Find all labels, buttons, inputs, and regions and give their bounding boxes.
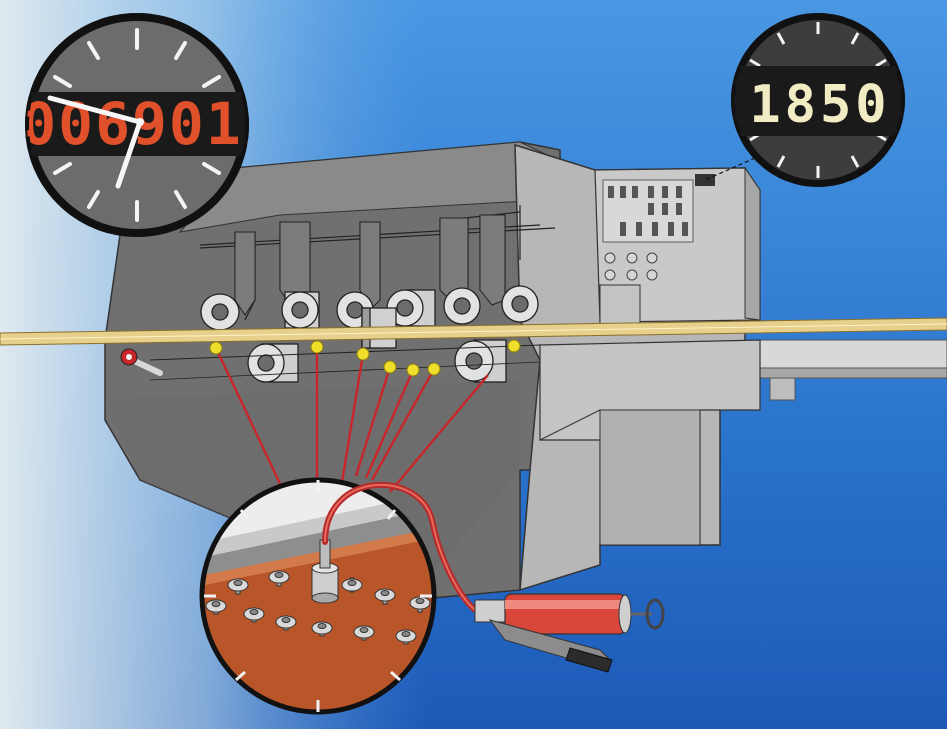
lube-point <box>356 347 370 361</box>
machine <box>0 141 947 601</box>
lever-handle <box>120 348 163 376</box>
lube-point <box>310 340 324 354</box>
roller <box>501 285 539 323</box>
lower-rollers <box>247 339 507 383</box>
clock-hands <box>47 95 144 189</box>
coupler <box>311 539 339 604</box>
lube-lines <box>214 347 489 493</box>
roller <box>443 287 481 325</box>
lube-point <box>209 341 223 355</box>
manifold-magnifier <box>199 477 437 715</box>
speed-digits: 1850 <box>749 75 890 135</box>
grease-nipples <box>205 570 431 645</box>
lube-point <box>427 362 441 376</box>
control-panel <box>602 174 715 281</box>
roller <box>200 293 240 331</box>
lube-point <box>507 339 521 353</box>
roller <box>281 291 320 329</box>
counter-dial: 006901 <box>25 13 249 237</box>
lube-point <box>383 360 397 374</box>
upper-rollers <box>200 285 539 349</box>
outfeed-table <box>759 339 947 369</box>
panel-display <box>695 174 715 186</box>
roller <box>247 343 299 383</box>
speed-dial-pointer <box>704 157 756 181</box>
speed-dial: 1850 <box>731 13 905 187</box>
grease-gun <box>474 593 665 673</box>
speed-display <box>733 66 903 136</box>
lube-point <box>406 363 420 377</box>
lube-points <box>209 339 521 377</box>
